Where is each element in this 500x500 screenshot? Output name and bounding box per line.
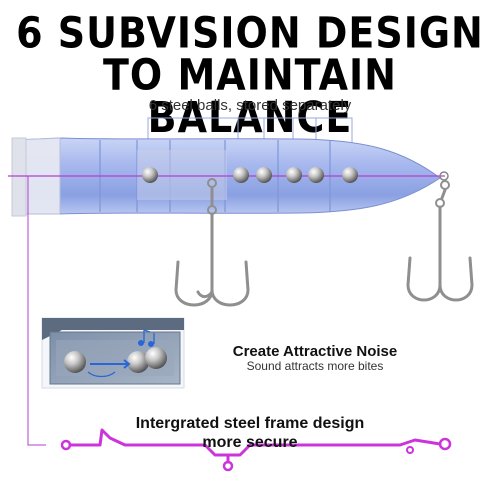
noise-title: Create Attractive Noise [232,343,398,360]
steel-ball-icon [145,347,167,369]
headline-line-2: TO MAINTAIN BALANCE [103,50,397,142]
noise-subtitle: Sound attracts more bites [246,359,384,373]
frame-caption-line-2: more secure [202,434,298,451]
music-note-icon [138,329,155,347]
frame-caption-line-1: Intergrated steel frame design [135,415,365,432]
noise-inset [41,317,185,389]
frame-caption: Intergrated steel frame design more secu… [60,414,440,452]
steel-ball-icon [308,167,324,183]
steel-ball-icon [286,167,302,183]
steel-frame [60,428,452,472]
lure-body [8,137,449,217]
treble-hook-icon [406,180,474,302]
steel-ball-icon [142,167,158,183]
steel-ball-icon [64,351,86,373]
headline-line-1: 6 SUBVISION DESIGN [16,8,484,58]
treble-hook-icon [174,178,250,307]
steel-ball-icon [256,167,272,183]
balls-caption: 6 steel balls, stored separately [148,97,352,114]
steel-ball-icon [342,167,358,183]
steel-ball-icon [127,351,149,373]
steel-balls [142,167,358,183]
steel-ball-icon [233,167,249,183]
